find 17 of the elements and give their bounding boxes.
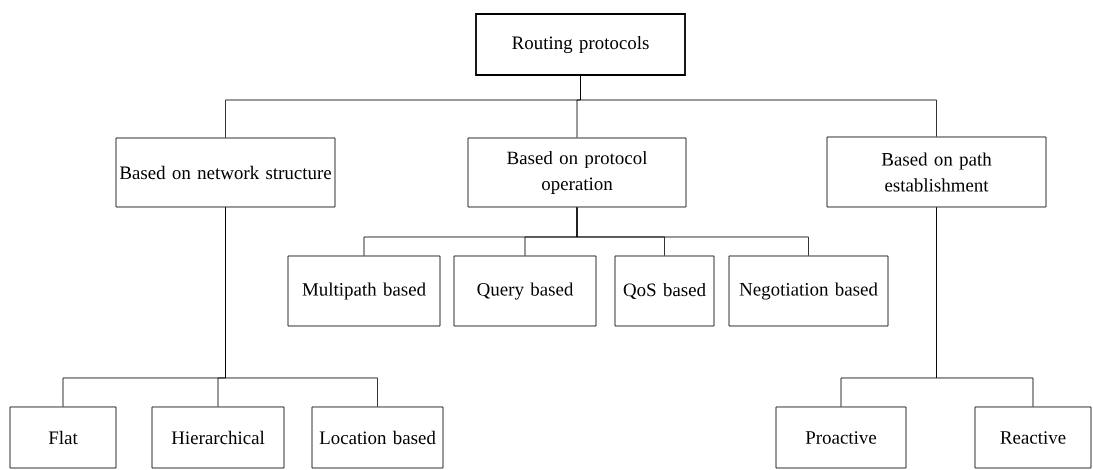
- category-box: Based on network structure: [115, 137, 336, 208]
- category-box: Hierarchical: [151, 406, 285, 469]
- connector: [225, 207, 378, 407]
- category-box: Proactive: [775, 406, 907, 469]
- category-box: Query based: [453, 255, 597, 327]
- category-box: Flat: [9, 406, 117, 469]
- connector: [936, 207, 1034, 407]
- category-box: Location based: [311, 406, 444, 469]
- connector: [576, 207, 809, 256]
- connector: [580, 75, 937, 137]
- category-box: Negotiation based: [728, 255, 889, 327]
- category-box: Based on protocol operation: [467, 137, 687, 208]
- category-box: QoS based: [614, 255, 715, 327]
- category-box: Reactive: [974, 406, 1092, 469]
- title-box: Routing protocols: [475, 13, 686, 76]
- category-box: Based on path establishment: [826, 136, 1047, 208]
- category-box: Multipath based: [287, 255, 441, 327]
